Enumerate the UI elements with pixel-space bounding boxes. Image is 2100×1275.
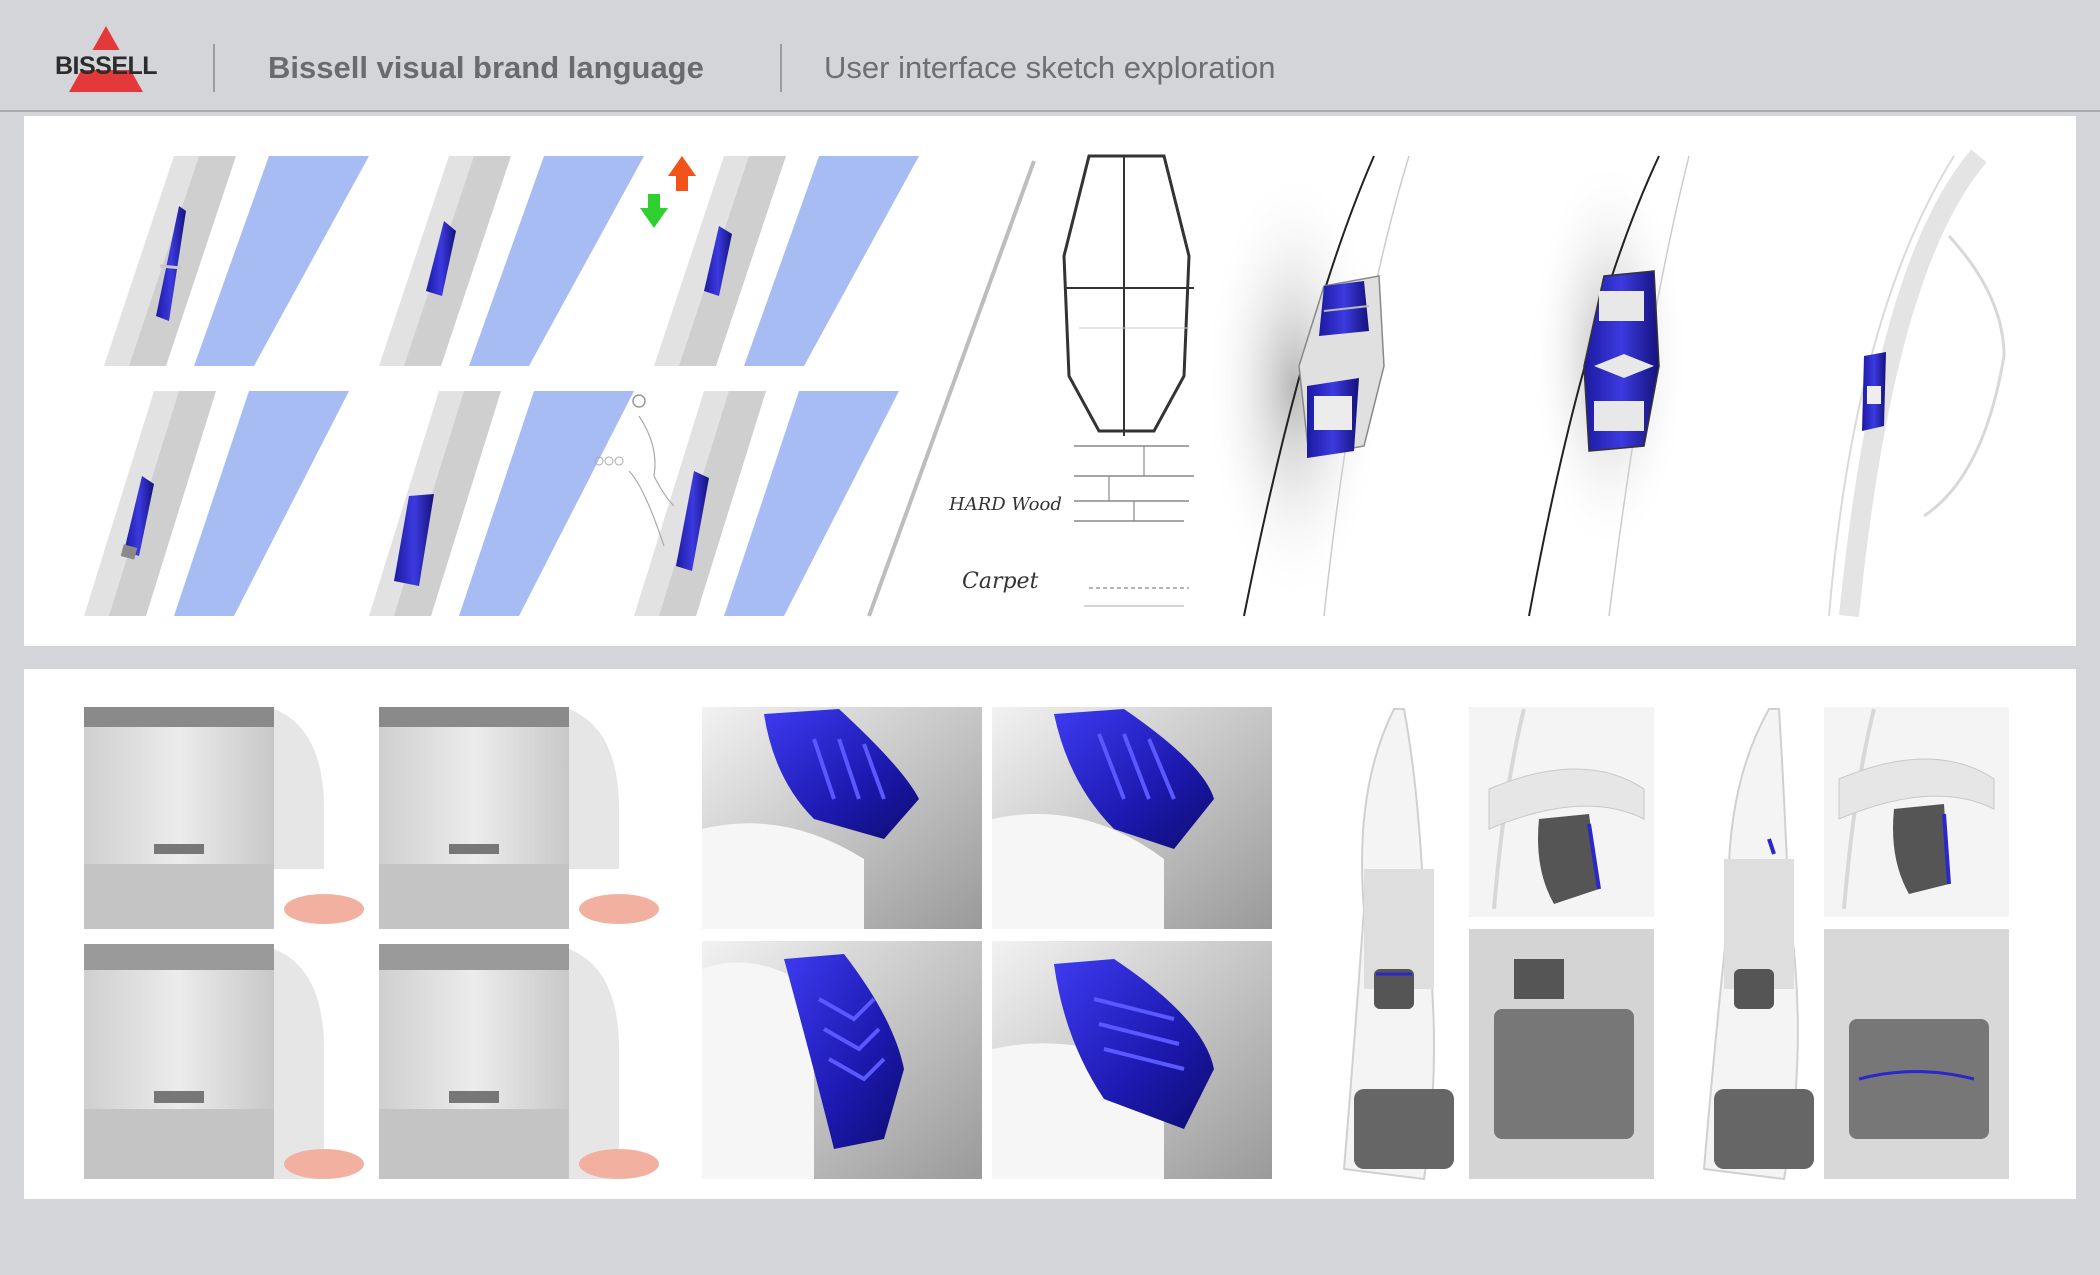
handle-render-4 <box>84 391 349 616</box>
sketch-label-hard-wood: HARD Wood <box>948 494 1062 515</box>
ui-sketch-collage-bottom <box>84 707 2009 1181</box>
sketch-panel-top: HARD Wood Carpet <box>24 116 2076 646</box>
bissell-logo-icon <box>52 26 160 92</box>
canister-render-1 <box>84 707 364 929</box>
vacuum-render-4 <box>1824 707 2009 1179</box>
canister-render-2 <box>379 707 659 929</box>
sketch-label-carpet: Carpet <box>962 569 1039 594</box>
header-bar: BISSELL Bissell visual brand language Us… <box>0 0 2100 112</box>
button-render-2 <box>992 707 1272 929</box>
page-subtitle: User interface sketch exploration <box>824 50 1276 85</box>
arrow-up-icon <box>668 156 696 191</box>
button-render-1 <box>702 707 982 929</box>
header-divider <box>780 44 782 92</box>
handle-module-render-3 <box>1828 149 2006 617</box>
power-icon <box>632 394 646 408</box>
logo-wordmark: BISSELL <box>55 52 158 80</box>
vacuum-render-1 <box>1342 708 1454 1181</box>
handle-render-3 <box>640 156 919 366</box>
page-title: Bissell visual brand language <box>268 50 704 85</box>
handle-render-5 <box>369 391 634 616</box>
handle-module-render-2 <box>1528 155 1690 617</box>
handle-render-6 <box>594 391 899 616</box>
arrow-down-icon <box>640 194 668 228</box>
handle-render-2 <box>379 156 644 366</box>
handle-render-1 <box>104 156 369 366</box>
header-divider <box>213 44 215 92</box>
vacuum-render-2 <box>1469 707 1654 1179</box>
sketch-panel-bottom <box>24 669 2076 1199</box>
pencil-sketch: HARD Wood Carpet <box>867 154 1194 617</box>
canister-render-3 <box>84 944 364 1179</box>
button-render-4 <box>992 941 1272 1179</box>
vacuum-render-3 <box>1702 708 1814 1181</box>
handle-module-render-1 <box>1204 155 1410 617</box>
button-render-3 <box>702 941 982 1179</box>
canister-render-4 <box>379 944 659 1179</box>
ui-sketch-collage-top: HARD Wood Carpet <box>84 149 2006 617</box>
